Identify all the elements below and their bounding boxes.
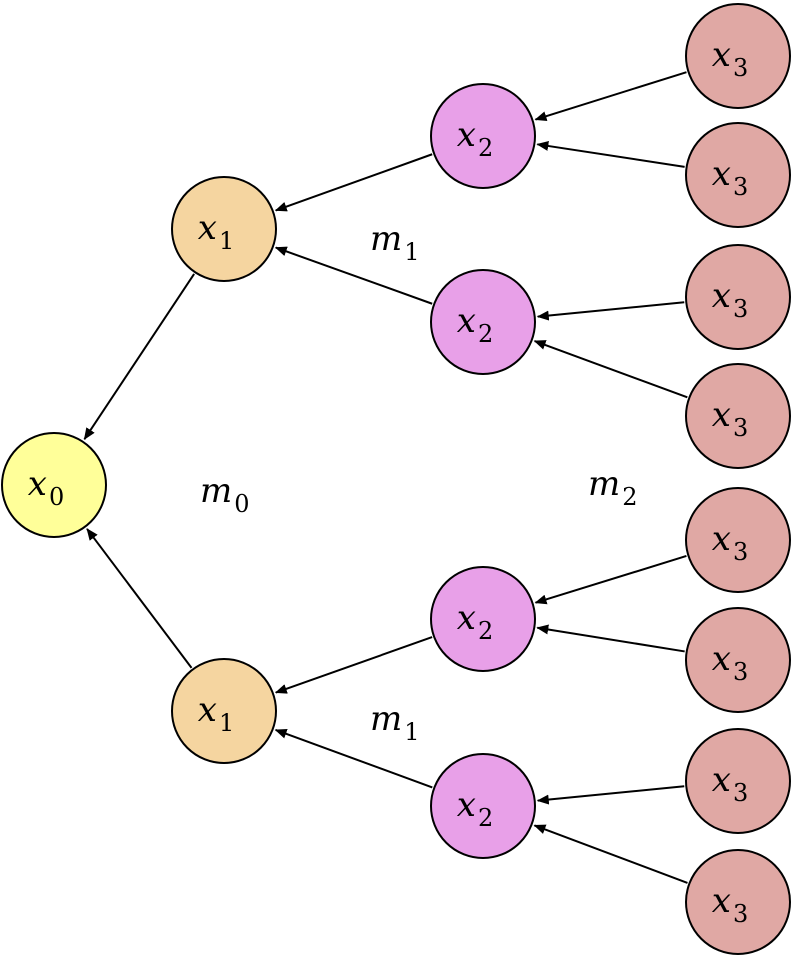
edge-labels-layer: m0 m1 m1 m2 bbox=[200, 219, 638, 746]
node-circle bbox=[685, 363, 791, 469]
edge-x2b-to-x1a bbox=[274, 246, 433, 305]
node-x2a: x2 bbox=[430, 83, 536, 189]
node-circle bbox=[430, 269, 536, 375]
node-label: x2 bbox=[457, 301, 493, 348]
node-circle bbox=[171, 176, 277, 282]
node-label: x2 bbox=[457, 115, 493, 162]
node-label: x1 bbox=[198, 208, 234, 255]
node-label: x2 bbox=[457, 785, 493, 832]
node-circle bbox=[685, 607, 791, 713]
node-x3b: x3 bbox=[685, 122, 791, 228]
edge-x1b-to-x0 bbox=[86, 528, 193, 669]
node-x3d: x3 bbox=[685, 363, 791, 469]
node-circle bbox=[430, 566, 536, 672]
node-x1a: x1 bbox=[171, 176, 277, 282]
node-circle bbox=[685, 849, 791, 955]
edge-x3a-to-x2a bbox=[534, 71, 687, 122]
edge-x3c-to-x2b bbox=[536, 301, 685, 321]
edge-label-m1a: m1 bbox=[370, 219, 420, 266]
nodes-layer: x0 x1 x1 x2 x2 x2 x2 x3 x3 x3 x3 x3 x3 x3 x3 bbox=[1, 3, 791, 955]
node-label: x2 bbox=[457, 598, 493, 645]
node-circle bbox=[430, 83, 536, 189]
node-label: x3 bbox=[712, 760, 748, 807]
node-label: x1 bbox=[198, 690, 234, 737]
node-circle bbox=[1, 432, 107, 538]
node-x3a: x3 bbox=[685, 3, 791, 109]
edge-label-m1b: m1 bbox=[370, 699, 420, 746]
edge-x1a-to-x0 bbox=[83, 273, 195, 441]
edge-label-m0: m0 bbox=[200, 471, 250, 518]
edge-x3d-to-x2b bbox=[533, 340, 688, 399]
node-label: x3 bbox=[712, 519, 748, 566]
node-x3c: x3 bbox=[685, 244, 791, 350]
edge-x2c-to-x1b bbox=[274, 636, 433, 694]
edge-x3b-to-x2a bbox=[536, 141, 685, 168]
node-label: x3 bbox=[712, 35, 748, 82]
node-circle bbox=[685, 122, 791, 228]
node-circle bbox=[685, 3, 791, 109]
edge-x2d-to-x1b bbox=[274, 729, 433, 789]
node-label: x3 bbox=[712, 881, 748, 928]
node-x2b: x2 bbox=[430, 269, 536, 375]
node-circle bbox=[685, 728, 791, 834]
node-x3f: x3 bbox=[685, 607, 791, 713]
edge-label-m2: m2 bbox=[588, 464, 638, 511]
edge-x3h-to-x2d bbox=[533, 824, 688, 884]
edge-x2a-to-x1a bbox=[274, 153, 433, 212]
node-circle bbox=[685, 244, 791, 350]
node-x1b: x1 bbox=[171, 658, 277, 764]
node-label: x0 bbox=[28, 464, 64, 511]
edge-x3g-to-x2d bbox=[536, 785, 685, 805]
node-label: x3 bbox=[712, 395, 748, 442]
node-circle bbox=[171, 658, 277, 764]
node-label: x3 bbox=[712, 154, 748, 201]
node-x2c: x2 bbox=[430, 566, 536, 672]
node-x3g: x3 bbox=[685, 728, 791, 834]
node-label: x3 bbox=[712, 639, 748, 686]
node-circle bbox=[685, 487, 791, 593]
node-x3e: x3 bbox=[685, 487, 791, 593]
node-circle bbox=[430, 753, 536, 859]
node-x3h: x3 bbox=[685, 849, 791, 955]
edges-layer bbox=[83, 71, 688, 884]
node-x2d: x2 bbox=[430, 753, 536, 859]
edge-x3f-to-x2c bbox=[536, 624, 685, 653]
edge-x3e-to-x2c bbox=[534, 555, 687, 605]
node-label: x3 bbox=[712, 276, 748, 323]
node-x0: x0 bbox=[1, 432, 107, 538]
